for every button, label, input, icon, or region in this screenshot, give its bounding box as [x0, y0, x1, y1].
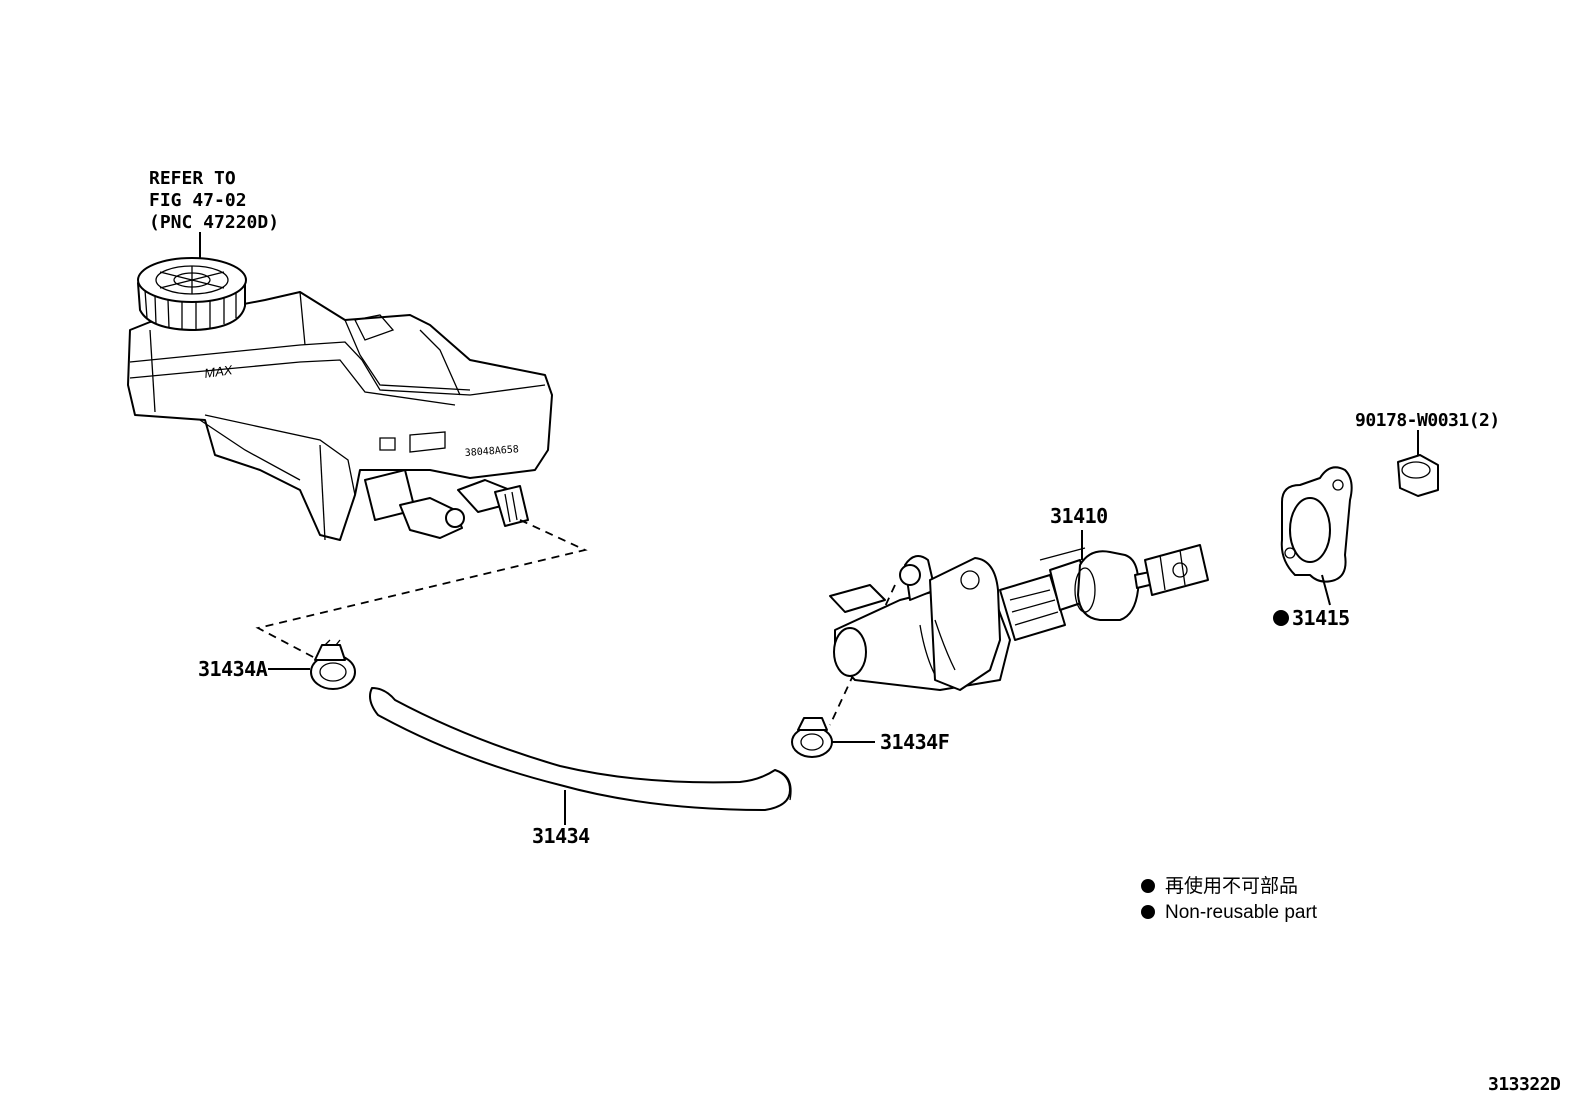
- non-reusable-marker: [1273, 610, 1289, 626]
- part-label-90178: 90178-W0031(2): [1355, 410, 1500, 431]
- reference-line-1: REFER TO: [149, 168, 236, 189]
- gasket: [1280, 466, 1353, 583]
- max-level-mark: MAX: [203, 362, 234, 381]
- legend: 再使用不可部品 Non-reusable part: [1141, 875, 1318, 923]
- assembly-line-reservoir: [255, 519, 588, 659]
- hose-clamp-f: [791, 717, 833, 758]
- part-label-31415: 31415: [1292, 606, 1350, 630]
- svg-text:38048A658: 38048A658: [464, 444, 519, 459]
- clutch-master-cylinder: [829, 544, 1209, 691]
- legend-line-jp: 再使用不可部品: [1165, 875, 1298, 897]
- leader-31415: [1321, 574, 1331, 606]
- hose-clamp-a: [310, 639, 356, 690]
- reference-line-2: FIG 47-02: [149, 190, 247, 211]
- figure-code: 313322D: [1488, 1074, 1561, 1095]
- legend-line-en: Non-reusable part: [1165, 902, 1318, 923]
- hose: [369, 687, 792, 811]
- part-label-31434A: 31434A: [198, 657, 268, 681]
- reference-note: REFER TO FIG 47-02 (PNC 47220D): [149, 168, 279, 265]
- legend-marker-2: [1141, 905, 1155, 919]
- reference-line-3: (PNC 47220D): [149, 212, 279, 233]
- reservoir-tank: 38048A658 MAX: [127, 257, 553, 541]
- part-label-31434F: 31434F: [880, 730, 949, 754]
- part-label-31410: 31410: [1050, 504, 1108, 528]
- part-label-31434: 31434: [532, 824, 590, 848]
- legend-marker-1: [1141, 879, 1155, 893]
- nut: [1397, 454, 1439, 497]
